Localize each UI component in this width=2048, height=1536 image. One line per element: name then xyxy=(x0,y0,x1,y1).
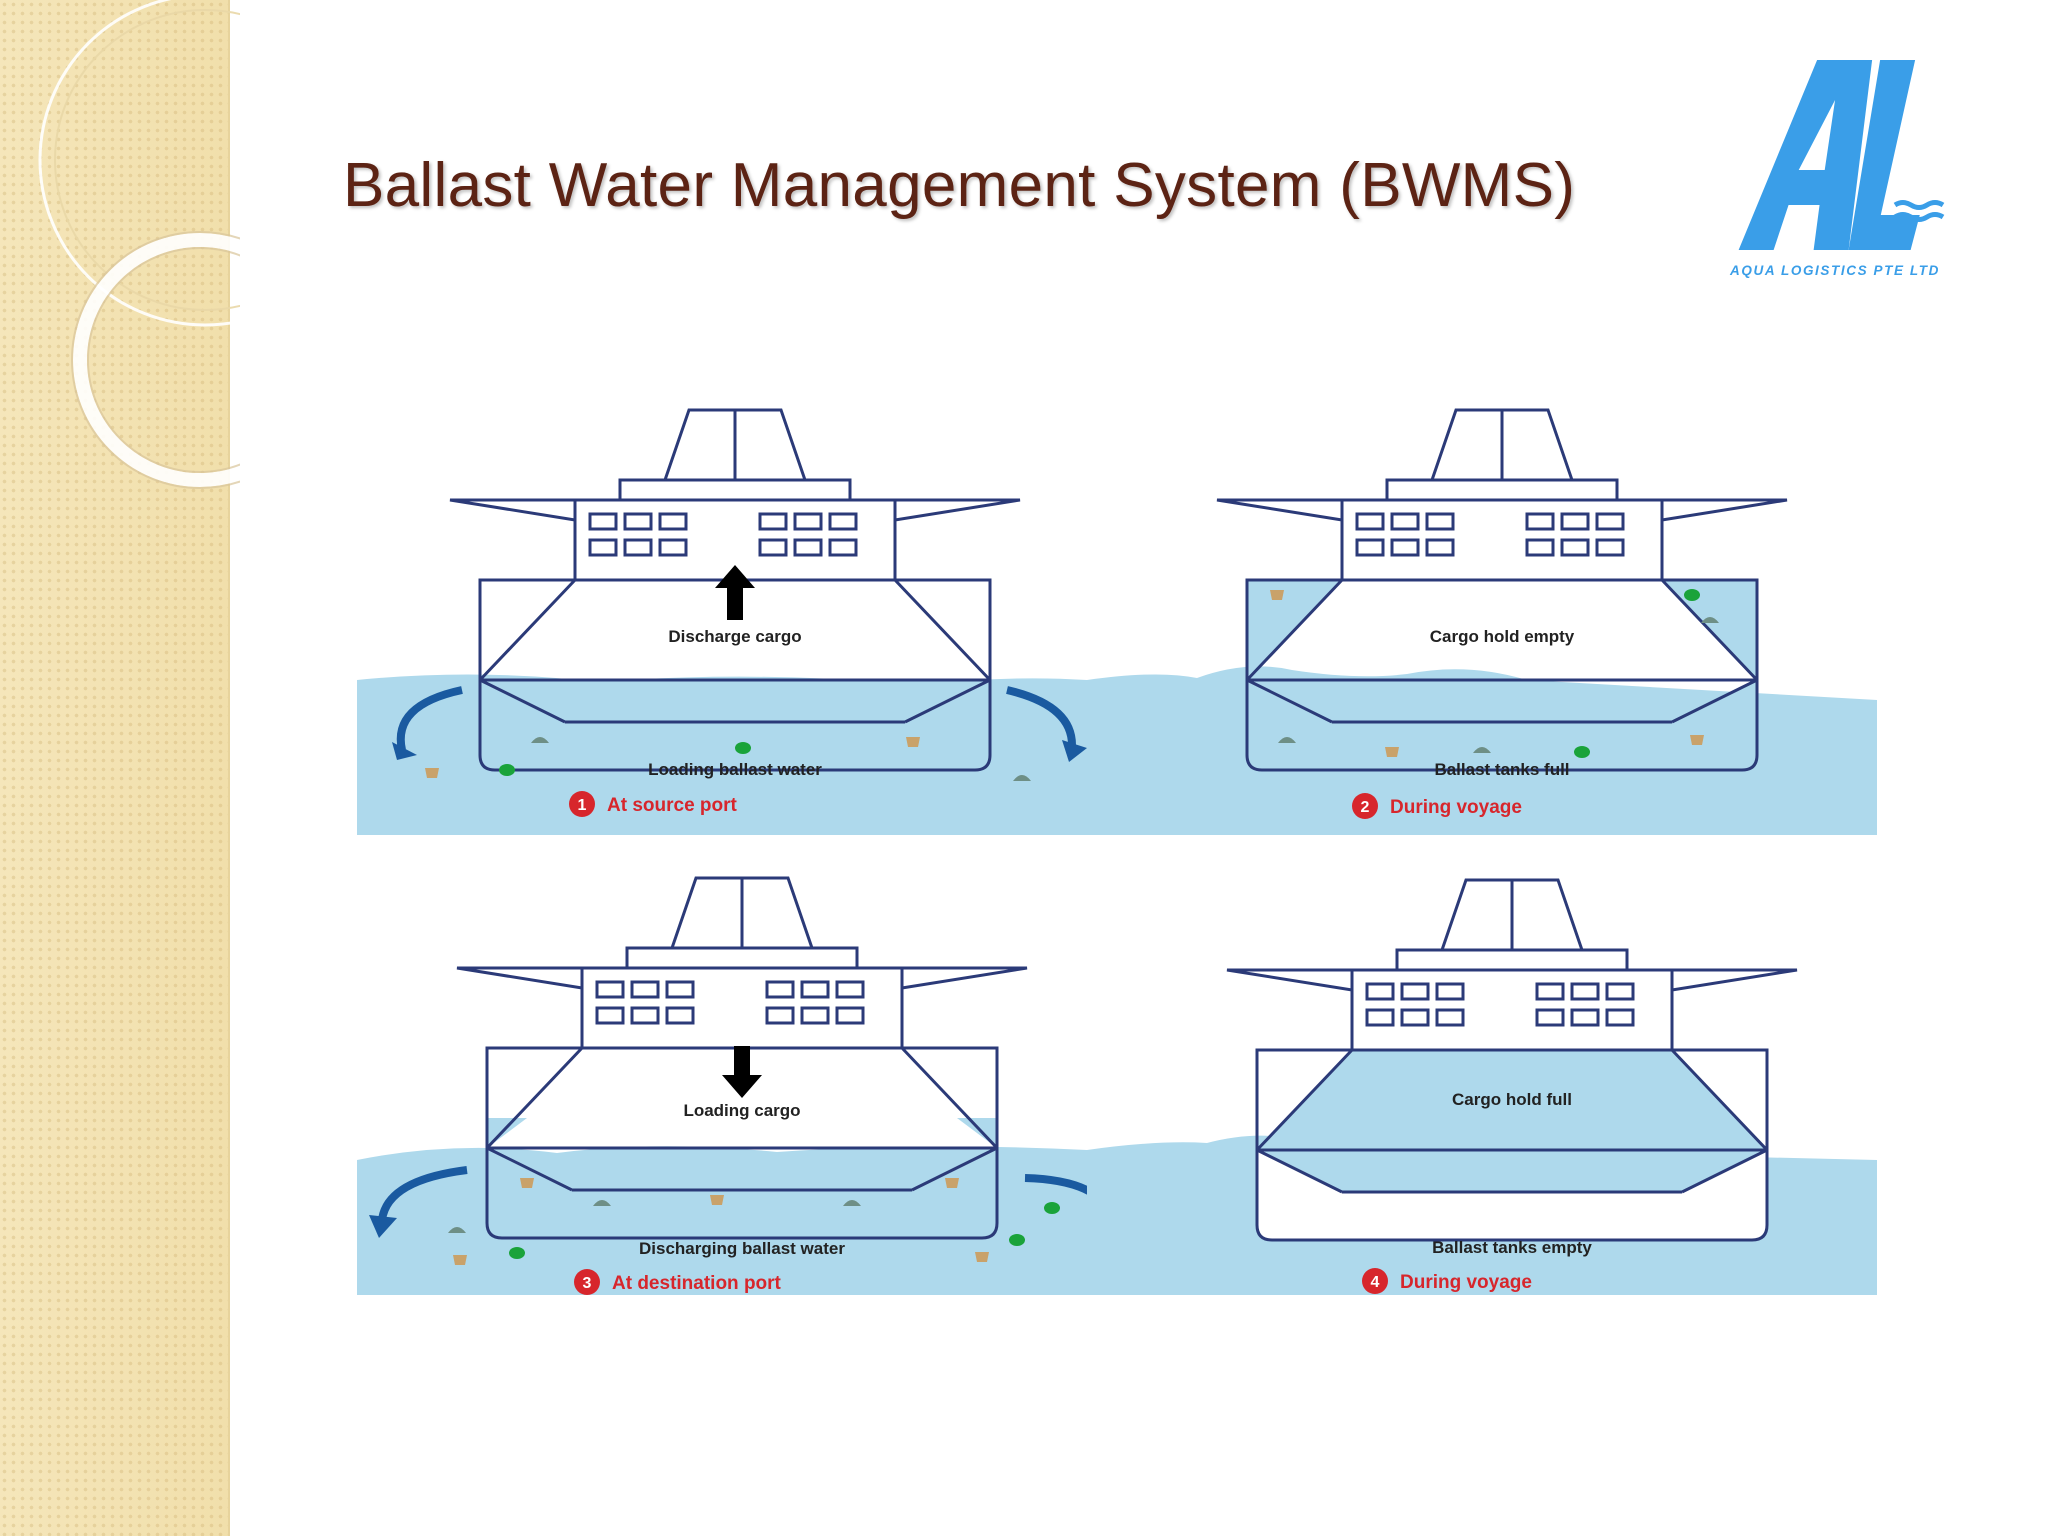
step-number: 4 xyxy=(1371,1274,1380,1291)
step-marker: 2 xyxy=(1352,793,1378,819)
step-number: 1 xyxy=(578,797,587,814)
hold-label: Cargo hold empty xyxy=(1430,627,1575,646)
panel-2: Cargo hold empty Ballast tanks full 2 Du… xyxy=(1087,408,1877,835)
tank-label: Ballast tanks full xyxy=(1434,760,1569,779)
step-marker: 1 xyxy=(569,791,595,817)
step-marker: 4 xyxy=(1362,1268,1388,1294)
step-marker: 3 xyxy=(574,1269,600,1295)
decorative-sidebar xyxy=(0,0,240,1536)
ballast-flow-arrows-in xyxy=(396,686,1076,751)
panel-1: Discharge cargo Loading ballast water 1 … xyxy=(357,408,1087,835)
step-location: During voyage xyxy=(1400,1272,1532,1293)
step-location: During voyage xyxy=(1390,797,1522,818)
logo-caption: AQUA LOGISTICS PTE LTD xyxy=(1730,263,1940,278)
step-number: 3 xyxy=(583,1275,592,1292)
hold-label: Loading cargo xyxy=(683,1101,800,1120)
panel-4: Cargo hold full Ballast tanks empty 4 Du… xyxy=(1087,878,1877,1295)
hold-label: Discharge cargo xyxy=(668,627,801,646)
decorative-rings xyxy=(38,0,240,489)
tank-label: Loading ballast water xyxy=(648,760,822,779)
tank-label: Ballast tanks empty xyxy=(1432,1238,1592,1257)
logo-mark xyxy=(1738,60,1945,250)
step-location: At source port xyxy=(607,795,738,816)
ballast-cycle-diagram: Discharge cargo Loading ballast water 1 … xyxy=(357,408,1877,1295)
panel-3: Loading cargo Discharging ballast water … xyxy=(357,876,1129,1295)
step-number: 2 xyxy=(1361,799,1370,816)
cargo-arrow-up xyxy=(715,565,755,620)
cargo-arrow-down xyxy=(722,1046,762,1098)
hold-label: Cargo hold full xyxy=(1452,1090,1572,1109)
slide-title: Ballast Water Management System (BWMS) xyxy=(343,151,1576,220)
step-location: At destination port xyxy=(612,1273,782,1294)
tank-label: Discharging ballast water xyxy=(639,1239,845,1258)
company-logo: AQUA LOGISTICS PTE LTD xyxy=(1705,55,1965,290)
